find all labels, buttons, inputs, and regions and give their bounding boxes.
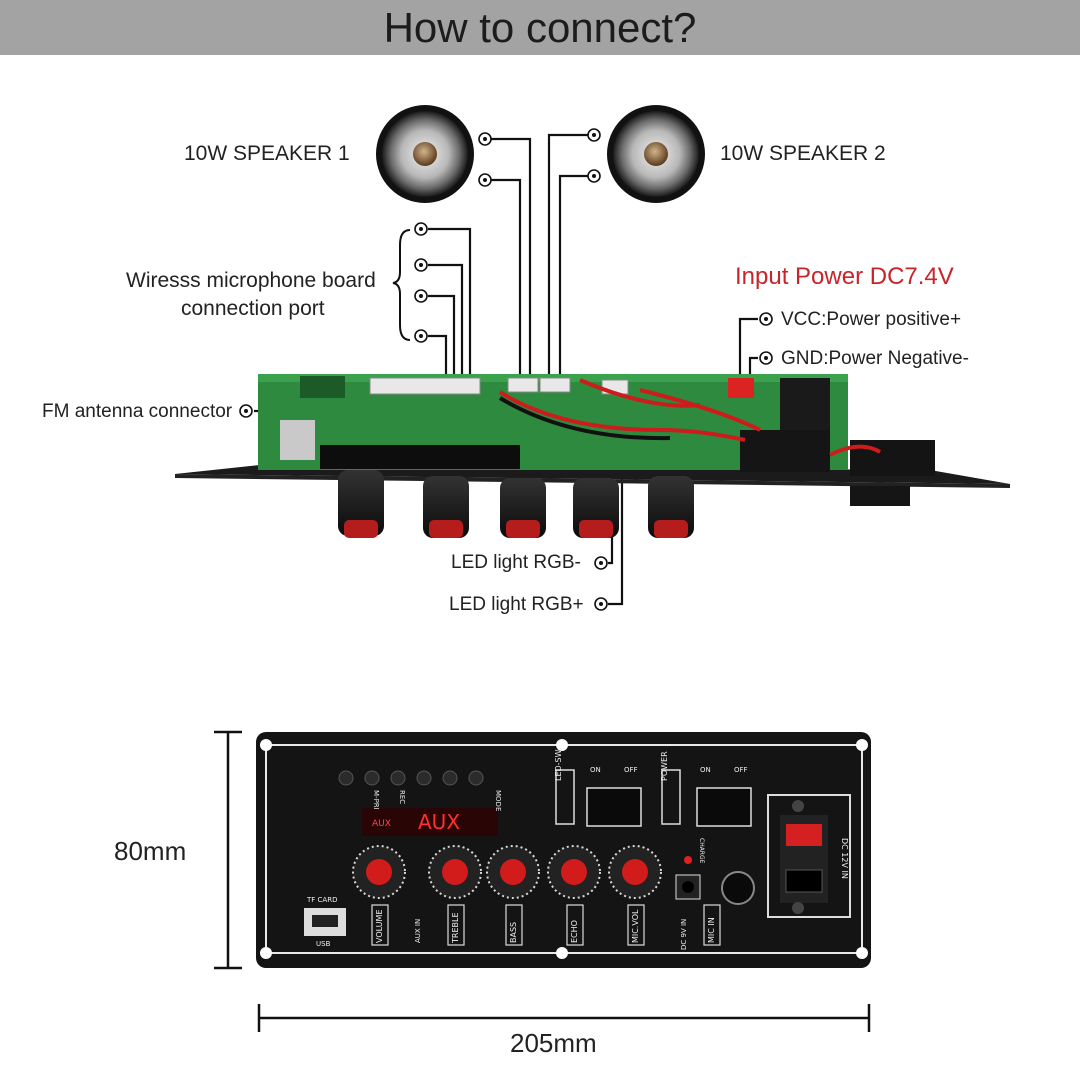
dimension-width: 205mm bbox=[510, 1028, 597, 1058]
panel-text-volume: VOLUME bbox=[375, 910, 384, 944]
label-vcc: VCC:Power positive+ bbox=[781, 309, 962, 330]
speaker-1-image bbox=[376, 105, 474, 203]
panel-text-dc12v: DC 12V IN bbox=[840, 838, 849, 879]
label-mic-port-line2: connection port bbox=[181, 297, 325, 320]
panel-text-tfcard: TF CARD bbox=[306, 896, 337, 904]
panel-text-usb: USB bbox=[316, 940, 331, 948]
speaker-2-image bbox=[607, 105, 705, 203]
dimension-height: 80mm bbox=[114, 836, 187, 866]
panel-text-echo: ECHO bbox=[570, 920, 579, 943]
front-panel-image bbox=[256, 732, 871, 968]
label-mic-port-line1: Wiresss microphone board bbox=[126, 269, 376, 292]
label-fm-antenna: FM antenna connector bbox=[42, 401, 233, 422]
mic-bracket bbox=[392, 229, 411, 341]
panel-text-off-1: OFF bbox=[624, 766, 638, 774]
panel-display-aux-small: AUX bbox=[372, 819, 391, 829]
label-speaker-1: 10W SPEAKER 1 bbox=[184, 142, 350, 165]
panel-text-off-2: OFF bbox=[734, 766, 748, 774]
dimension-lines bbox=[214, 730, 871, 1032]
terminal-dots bbox=[244, 133, 768, 606]
panel-text-mpri: M-PRI bbox=[372, 790, 380, 810]
label-led-minus: LED light RGB- bbox=[451, 552, 581, 573]
label-input-power: Input Power DC7.4V bbox=[735, 263, 954, 290]
header-bar: How to connect? bbox=[0, 0, 1080, 55]
panel-text-on-1: ON bbox=[590, 766, 601, 774]
panel-text-bass: BASS bbox=[509, 922, 518, 943]
label-led-plus: LED light RGB+ bbox=[449, 594, 584, 615]
panel-text-dcin: DC 9V IN bbox=[680, 919, 688, 950]
panel-text-rec: REC bbox=[398, 790, 406, 804]
panel-text-on-2: ON bbox=[700, 766, 711, 774]
panel-text-charge: CHARGE bbox=[698, 838, 705, 864]
page-title: How to connect? bbox=[383, 4, 697, 51]
terminal-markers bbox=[239, 128, 773, 611]
panel-text-micin: MIC IN bbox=[707, 917, 716, 943]
panel-text-ledsw: LED-SW bbox=[554, 749, 563, 781]
label-gnd: GND:Power Negative- bbox=[781, 348, 969, 369]
panel-text-power: POWER bbox=[660, 751, 669, 781]
panel-text-auxin: AUX IN bbox=[414, 919, 422, 943]
label-speaker-2: 10W SPEAKER 2 bbox=[720, 142, 886, 165]
amplifier-board-image bbox=[175, 374, 1010, 538]
panel-text-micvol: MIC.VOL bbox=[631, 909, 640, 943]
panel-display: AUX bbox=[418, 810, 460, 834]
panel-text-mode: MODE bbox=[494, 790, 502, 811]
panel-text-treble: TREBLE bbox=[451, 913, 460, 945]
